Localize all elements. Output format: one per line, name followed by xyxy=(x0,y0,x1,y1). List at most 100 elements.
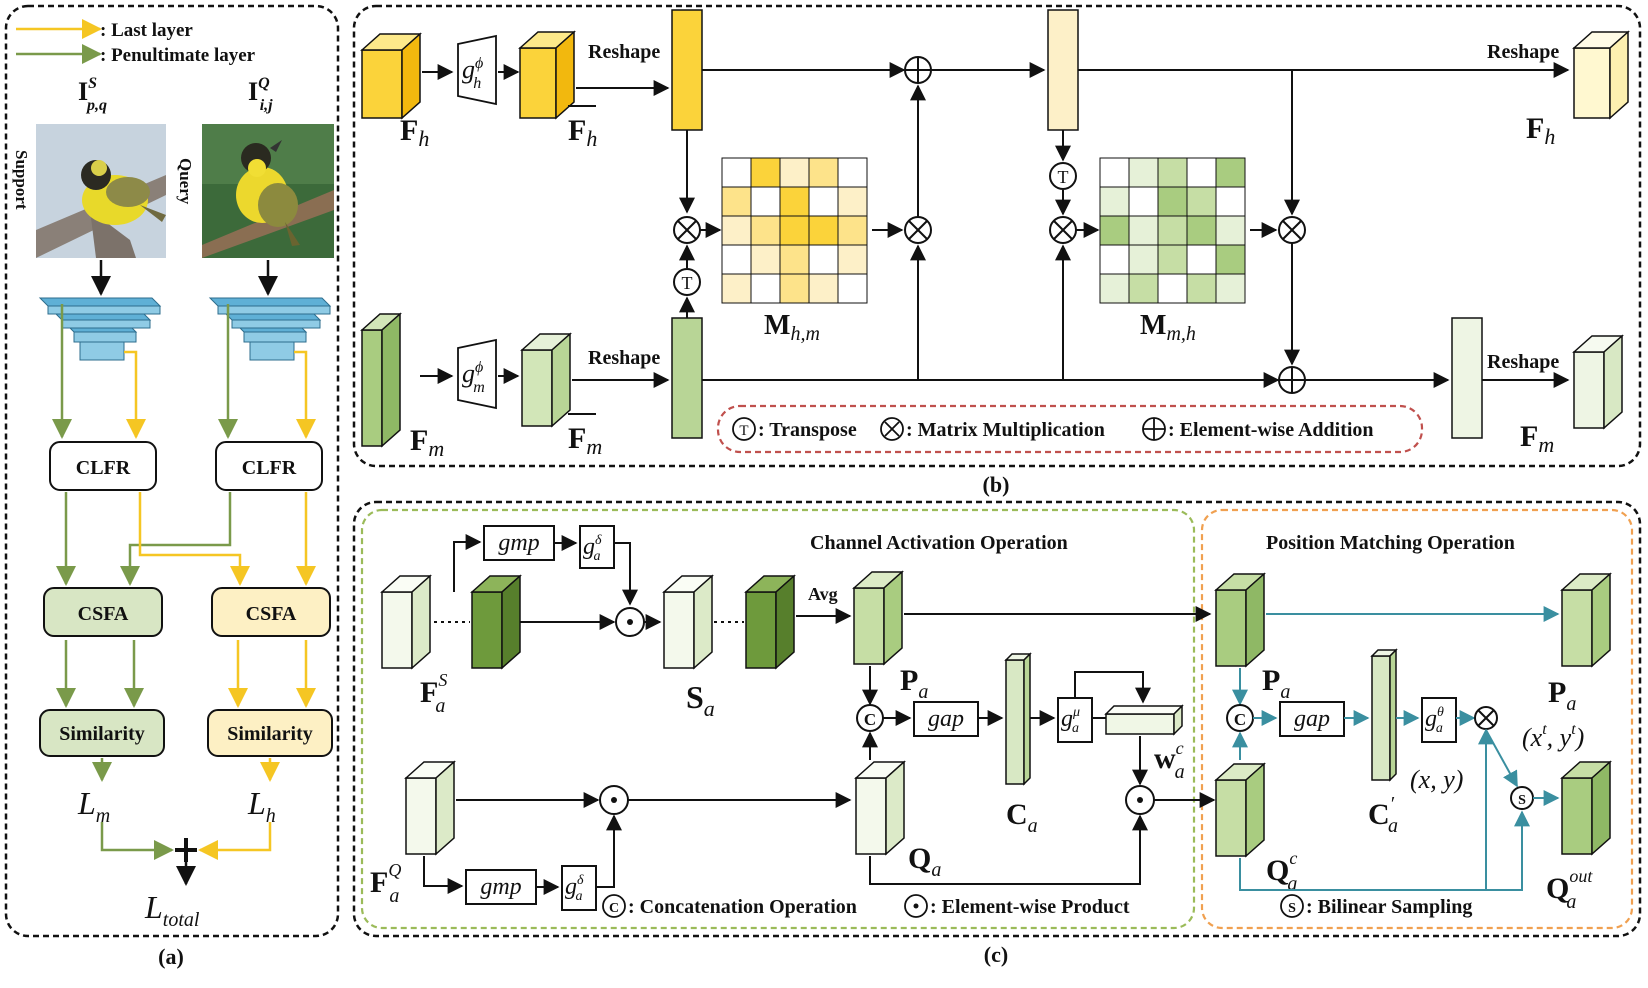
query-bird-image xyxy=(202,124,334,258)
fm-hat-label: Fm xyxy=(1520,420,1554,457)
matrix-cell xyxy=(1099,157,1130,188)
matrix-cell xyxy=(808,273,839,304)
matrix-cell xyxy=(808,215,839,246)
channel-activation-box xyxy=(360,508,1196,930)
legend-product: : Element-wise Product xyxy=(930,896,1130,918)
caption-c: (c) xyxy=(984,942,1008,967)
matrix-cell xyxy=(1186,186,1217,217)
fas-dark-cube xyxy=(470,574,522,670)
fh-cube xyxy=(360,32,422,120)
product-icon-top xyxy=(615,607,645,637)
support-csfa-box xyxy=(43,587,163,637)
product-icon-bottom xyxy=(599,785,629,815)
matrix-cell xyxy=(808,244,839,275)
matrix-cell xyxy=(1099,244,1130,275)
matrix-cell xyxy=(1215,157,1246,188)
matrix-cell xyxy=(837,215,868,246)
legend-product-icon xyxy=(904,894,928,918)
matmul-icon-left xyxy=(673,216,701,244)
ca-prime-label: C′a xyxy=(1368,793,1398,837)
query-backbone-icon xyxy=(208,297,332,361)
legend-penultimate-layer: : Penultimate layer xyxy=(100,45,256,66)
matrix-cell xyxy=(779,215,810,246)
svg-text:S: S xyxy=(1288,901,1296,916)
matrix-cell xyxy=(1215,215,1246,246)
matrix-cell xyxy=(750,186,781,217)
legend-bilinear: : Bilinear Sampling xyxy=(1306,896,1472,918)
matrix-cell xyxy=(837,186,868,217)
matrix-cell xyxy=(721,157,752,188)
fm-cube xyxy=(360,312,402,448)
add-icon-bottom xyxy=(1278,366,1306,394)
matrix-cell xyxy=(808,186,839,217)
gap-label-right: gap xyxy=(1294,706,1330,732)
pa-out-cube xyxy=(1560,572,1612,668)
concat-icon-right: C xyxy=(1226,704,1254,732)
matrix-cell xyxy=(1099,273,1130,304)
pa-cube xyxy=(852,570,904,666)
matrix-cell xyxy=(1128,244,1159,275)
gh-trapezoid xyxy=(457,34,497,106)
wac-slab xyxy=(1104,704,1184,736)
support-side-label: Support xyxy=(12,150,31,210)
panel-b-border xyxy=(352,4,1642,468)
support-clfr-box xyxy=(49,441,157,491)
matmul-icon-pm xyxy=(1474,706,1498,730)
query-csfa-label: CSFA xyxy=(246,603,297,625)
fm-output-bar xyxy=(1451,317,1483,439)
matrix-cell xyxy=(1157,273,1188,304)
panel-a-border xyxy=(4,4,340,938)
matrix-cell xyxy=(1215,186,1246,217)
pa-out-label: Pa xyxy=(1548,676,1576,715)
matmul-icon-right xyxy=(1049,216,1077,244)
fh-output-bar xyxy=(1047,9,1079,131)
matrix-cell xyxy=(1157,186,1188,217)
matrix-cell xyxy=(1099,186,1130,217)
svg-text:T: T xyxy=(739,423,748,439)
gap-label-left: gap xyxy=(928,706,964,732)
matrix-cell xyxy=(808,157,839,188)
sa-cube xyxy=(662,574,714,670)
reshape-label-1: Reshape xyxy=(588,41,660,63)
reshape-label-2: Reshape xyxy=(1487,41,1559,63)
matrix-cell xyxy=(1186,273,1217,304)
sampling-icon: S xyxy=(1510,786,1534,810)
fh-bar-cube xyxy=(518,30,576,120)
matrix-cell xyxy=(750,244,781,275)
caption-b: (b) xyxy=(983,472,1010,497)
loss-m: Lm xyxy=(77,785,110,827)
reshape-label-3: Reshape xyxy=(588,347,660,369)
fh-bar-label: Fh xyxy=(568,114,597,151)
matrix-cell xyxy=(750,215,781,246)
channel-activation-title: Channel Activation Operation xyxy=(810,532,1068,554)
matmul-icon-far xyxy=(1278,216,1306,244)
support-bird-image xyxy=(36,124,166,258)
support-similarity-box xyxy=(39,709,165,757)
matrix-cell xyxy=(721,244,752,275)
loss-total: Ltotal xyxy=(144,889,200,931)
legend-matmul-icon xyxy=(880,417,904,441)
matrix-cell xyxy=(721,215,752,246)
svg-text:C: C xyxy=(864,710,876,729)
matrix-cell xyxy=(1215,244,1246,275)
svg-text:C: C xyxy=(609,901,619,916)
matrix-cell xyxy=(1099,215,1130,246)
gmp-label-bottom: gmp xyxy=(480,874,521,900)
gmp-label-top: gmp xyxy=(498,530,539,556)
legend-matmul: : Matrix Multiplication xyxy=(906,419,1105,441)
query-clfr-label: CLFR xyxy=(242,457,297,479)
fh-hat-cube xyxy=(1572,30,1630,120)
xtyt-label: (xt, yt) xyxy=(1522,721,1584,752)
ca-prime-bar xyxy=(1370,648,1398,782)
fm-bar-label: Fm xyxy=(568,422,602,459)
support-backbone-icon xyxy=(38,297,162,361)
legend-transpose: : Transpose xyxy=(758,419,857,441)
query-csfa-box xyxy=(211,587,331,637)
matrix-cell xyxy=(721,273,752,304)
fh-reshaped-bar xyxy=(671,9,703,131)
fm-bar-cube xyxy=(520,332,572,428)
caption-a: (a) xyxy=(158,944,184,969)
